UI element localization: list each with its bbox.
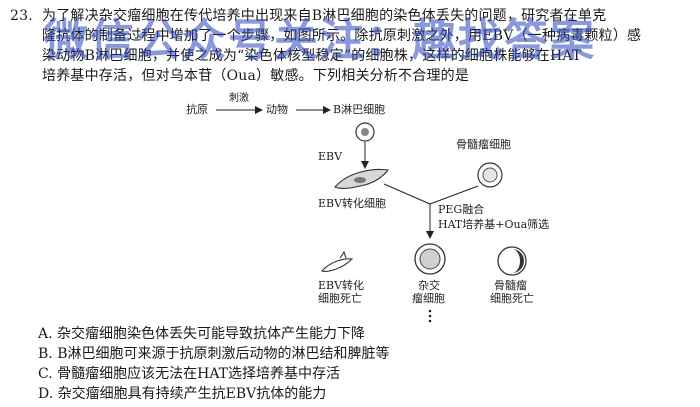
myeloma-dead-label-1: 骨髓瘤 [494,278,527,292]
question-line-1: 23.为了解决杂交瘤细胞在传代培养中出现来自B淋巴细胞的染色体丢失的问题，研究者… [10,8,607,24]
ebv-cell-label: EBV转化细胞 [318,196,386,210]
ebv-cell-nucleus-icon [354,177,366,183]
hat-oua-label: HAT培养基+Oua筛选 [438,217,549,231]
animal-label: 动物 [266,102,288,116]
myeloma-cell-icon [477,162,503,188]
option-a: A. 杂交瘤细胞染色体丢失可能导致抗体产生能力下降 [38,326,366,342]
option-c: C. 骨髓瘤细胞应该无法在HAT选择培养基中存活 [38,366,341,382]
ebv-dead-label-1: EBV转化 [318,278,364,292]
peg-fusion-label: PEG融合 [438,202,484,216]
question-line-3: 染动物B淋巴细胞，并使之成为“染色体核型稳定”的细胞株，这样的细胞株能够在HAT [42,48,582,64]
myeloma-dead-nucleus-icon [512,249,524,273]
continuation-dot-3 [428,319,432,323]
stimulate-label: 刺激 [229,91,249,104]
question-line-2: 隆抗体的制备过程中增加了一个步骤，如图所示。除抗原刺激之外，用EBV（一种病毒颗… [42,28,642,44]
myeloma-dead-label-2: 细胞死亡 [490,291,534,305]
hybridoma-label-2: 瘤细胞 [412,291,445,305]
continuation-dot-2 [428,314,432,318]
ebv-cell-dead-icon [320,250,354,272]
b-cell-nucleus-icon [361,128,369,136]
option-b: B. B淋巴细胞可来源于抗原刺激后动物的淋巴结和脾脏等 [38,346,390,362]
b-cell-label: B淋巴细胞 [333,103,385,116]
merge-line-myeloma [429,185,479,205]
ebv-dead-label-2: 细胞死亡 [318,291,362,305]
hybridoma-nucleus-icon [419,248,441,270]
myeloma-dead-cell-icon [497,246,527,276]
merge-line-ebv [383,183,431,205]
b-cell-icon [355,122,375,142]
myeloma-nucleus-icon [482,167,498,183]
antigen-label: 抗原 [186,102,208,116]
hybridoma-cell-icon [414,243,446,275]
option-d: D. 杂交瘤细胞具有持续产生抗EBV抗体的能力 [38,386,327,402]
question-stem: 23.为了解决杂交瘤细胞在传代培养中出现来自B淋巴细胞的染色体丢失的问题，研究者… [10,6,690,86]
ebv-label: EBV [318,150,343,163]
continuation-dot-1 [428,309,432,313]
myeloma-label: 骨髓瘤细胞 [456,137,511,151]
question-number: 23. [10,8,33,24]
answer-options: A. 杂交瘤细胞染色体丢失可能导致抗体产生能力下降 B. B淋巴细胞可来源于抗原… [38,324,688,404]
question-line-4: 培养基中存活，但对乌本苷（Oua）敏感。下列相关分析不合理的是 [42,68,470,84]
hybridoma-label-1: 杂交 [418,278,440,292]
